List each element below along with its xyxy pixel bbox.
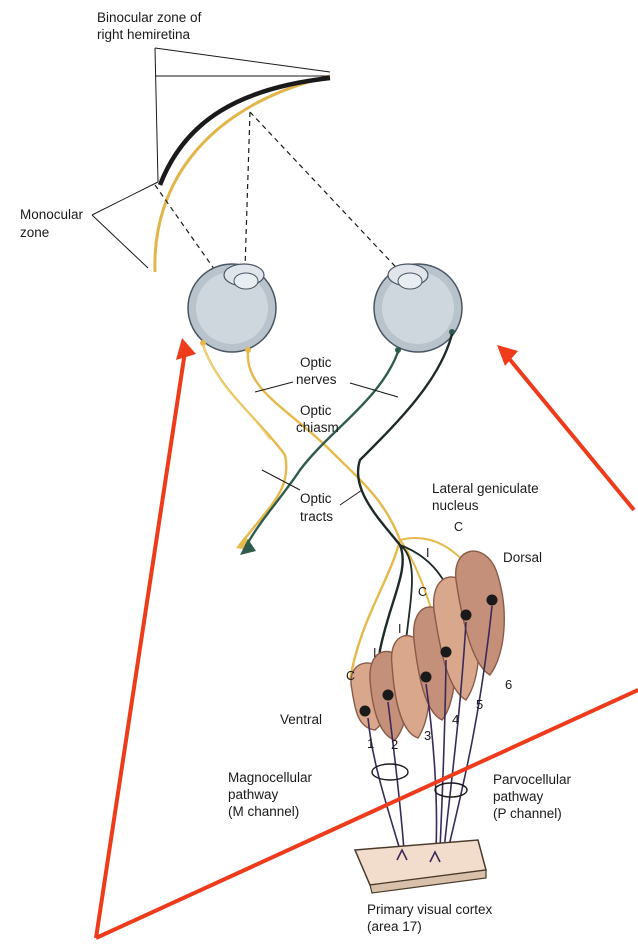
- layer-number-1: 1: [367, 736, 374, 751]
- lgn-label-2: nucleus: [432, 498, 479, 514]
- parvocellular-label-2: pathway: [493, 789, 543, 805]
- ventral-label: Ventral: [280, 712, 322, 728]
- layer-number-3: 3: [424, 728, 431, 743]
- optic-tracts-label-1: Optic: [300, 491, 332, 507]
- contralateral-mark: C: [418, 585, 427, 599]
- ipsilateral-mark: I: [398, 622, 401, 636]
- contralateral-mark: C: [346, 669, 355, 683]
- ipsilateral-mark: I: [426, 546, 429, 560]
- parvocellular-label-3: (P channel): [493, 806, 562, 822]
- binocular-zone-label-2: right hemiretina: [97, 27, 190, 43]
- dorsal-label: Dorsal: [503, 550, 542, 566]
- cortex-label-2: (area 17): [367, 919, 422, 935]
- magnocellular-label-1: Magnocellular: [228, 770, 312, 786]
- cortex-label-1: Primary visual cortex: [367, 902, 492, 918]
- red-annotation: [96, 338, 638, 938]
- monocular-zone-label-1: Monocular: [20, 207, 83, 223]
- layer-number-2: 2: [391, 737, 398, 752]
- magnocellular-label-3: (M channel): [228, 804, 299, 820]
- optic-tracts-label-2: tracts: [300, 509, 333, 525]
- parvocellular-label-1: Parvocellular: [493, 772, 571, 788]
- layer-number-5: 5: [476, 697, 483, 712]
- lgn-label-1: Lateral geniculate: [432, 481, 539, 497]
- optic-chiasm-label-2: chiasm: [296, 420, 339, 436]
- monocular-zone-label-2: zone: [20, 225, 49, 241]
- primary-visual-cortex: [355, 840, 486, 893]
- ipsilateral-mark: I: [373, 646, 376, 660]
- optic-nerves-label-1: Optic: [300, 355, 332, 371]
- optic-nerves-label-2: nerves: [296, 372, 337, 388]
- right-eyeball: [374, 264, 462, 353]
- layer-number-6: 6: [505, 677, 512, 692]
- binocular-zone-label-1: Binocular zone of: [97, 10, 201, 26]
- contralateral-mark: C: [454, 520, 463, 534]
- left-eyeball: [188, 264, 276, 353]
- layer-number-4: 4: [452, 712, 459, 727]
- magnocellular-label-2: pathway: [228, 787, 278, 803]
- optic-chiasm-label-1: Optic: [300, 403, 332, 419]
